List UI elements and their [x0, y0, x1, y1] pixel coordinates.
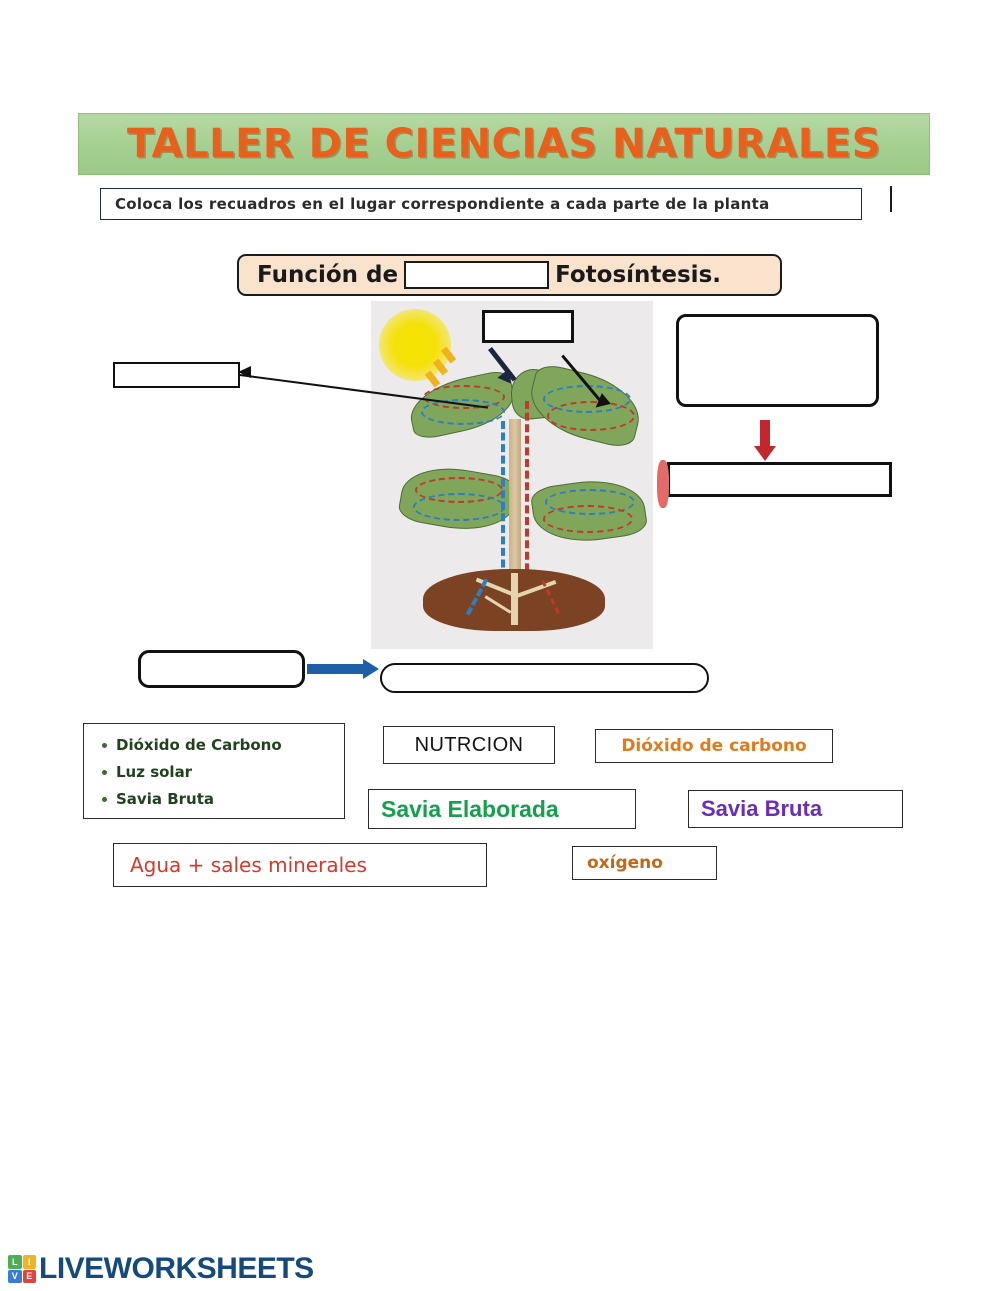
list-item[interactable]: Savia Bruta — [102, 786, 344, 813]
word-bank-list-box: Dióxido de Carbono Luz solar Savia Bruta — [83, 723, 345, 819]
blank-top-center[interactable] — [482, 310, 574, 343]
blank-bottom-left[interactable] — [138, 650, 305, 688]
root-main — [511, 573, 518, 625]
funcion-fotosintesis-bar: Función de Fotosíntesis. — [237, 254, 782, 296]
word-card-nutrcion[interactable]: NUTRCION — [383, 726, 555, 764]
red-side-marker — [657, 460, 669, 508]
word-card-label: NUTRCION — [414, 733, 524, 756]
list-item[interactable]: Dióxido de Carbono — [102, 732, 344, 759]
blank-bottom-right[interactable] — [380, 663, 709, 693]
word-card-oxigeno[interactable]: oxígeno — [572, 846, 717, 880]
word-card-label: oxígeno — [587, 853, 663, 873]
word-card-savia-bruta[interactable]: Savia Bruta — [688, 790, 903, 828]
word-bank-list: Dióxido de Carbono Luz solar Savia Bruta — [98, 732, 344, 813]
logo-letter-v: V — [8, 1269, 22, 1283]
blank-right-rect[interactable] — [667, 462, 892, 497]
logo-grid-icon: L I V E — [8, 1255, 36, 1283]
word-card-label: Agua + sales minerales — [130, 853, 367, 877]
list-item[interactable]: Luz solar — [102, 759, 344, 786]
xylem-channel — [501, 421, 505, 579]
xylem-vein-icon — [413, 493, 505, 521]
word-card-dioxido-de-carbono[interactable]: Dióxido de carbono — [595, 729, 833, 763]
plant-photosynthesis-illustration — [371, 301, 653, 649]
blue-right-arrow — [307, 664, 365, 674]
text-caret-mark — [890, 186, 892, 212]
instruction-text: Coloca los recuadros en el lugar corresp… — [115, 195, 770, 213]
logo-letter-i: I — [22, 1255, 36, 1269]
word-card-label: Dióxido de carbono — [621, 736, 807, 756]
funcion-prefix-label: Función de — [257, 262, 399, 288]
instruction-box: Coloca los recuadros en el lugar corresp… — [100, 188, 862, 220]
logo-letter-e: E — [22, 1269, 36, 1283]
word-card-savia-elaborada[interactable]: Savia Elaborada — [368, 789, 636, 829]
red-down-arrow — [760, 420, 770, 448]
plant-stem — [509, 419, 521, 591]
logo-letter-l: L — [8, 1255, 22, 1269]
funcion-blank-input[interactable] — [404, 261, 550, 289]
phloem-vein-icon — [547, 401, 635, 431]
title-banner: TALLER DE CIENCIAS NATURALES — [78, 113, 930, 175]
phloem-vein-icon — [543, 505, 633, 533]
phloem-channel — [525, 401, 529, 583]
blank-left[interactable] — [113, 362, 240, 388]
page-title: TALLER DE CIENCIAS NATURALES — [126, 121, 882, 167]
blank-right-rounded[interactable] — [676, 314, 879, 407]
xylem-vein-icon — [421, 399, 505, 425]
word-card-agua-sales-minerales[interactable]: Agua + sales minerales — [113, 843, 487, 887]
brand-name: LIVEWORKSHEETS — [39, 1252, 314, 1285]
arrow-head-icon — [754, 446, 776, 461]
arrow-head-icon — [238, 366, 251, 378]
word-card-label: Savia Elaborada — [381, 795, 559, 822]
arrow-head-icon — [363, 659, 379, 679]
funcion-suffix-label: Fotosíntesis. — [555, 262, 721, 288]
word-card-label: Savia Bruta — [701, 796, 823, 821]
liveworksheets-logo[interactable]: L I V E LIVEWORKSHEETS — [8, 1252, 314, 1286]
sun-ray-icon — [424, 370, 441, 388]
